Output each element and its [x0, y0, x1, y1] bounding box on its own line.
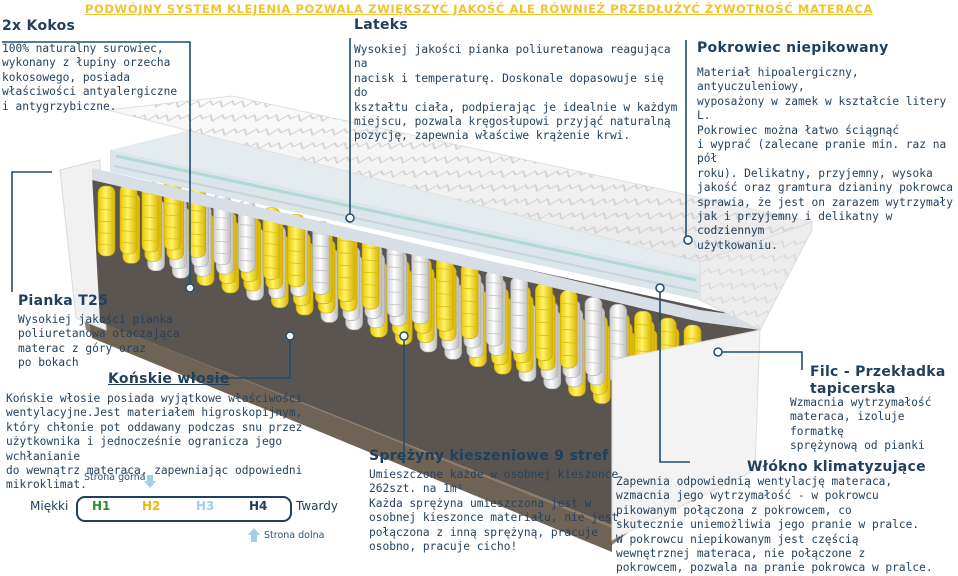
hardness-h1: H1: [92, 499, 111, 513]
hard-label: Twardy: [296, 499, 338, 513]
pokrowiec-title: Pokrowiec niepikowany: [697, 40, 889, 56]
pianka-text: Wysokiej jakości pianka poliuretanowa ot…: [18, 313, 180, 370]
wlokno-text: Zapewnia odpowiednią wentylację materaca…: [616, 475, 933, 575]
pocket-spring: [485, 269, 504, 347]
pocket-spring: [535, 283, 553, 362]
pocket-spring: [436, 255, 454, 332]
pokrowiec-text: Materiał hipoalergiczny, antyuczuleniowy…: [697, 66, 953, 252]
hardness-h4: H4: [249, 499, 268, 513]
sprezyny-text: Umieszczone każde w osobnej kieszonce 26…: [369, 468, 619, 554]
pocket-spring: [584, 297, 603, 376]
pocket-spring: [312, 221, 330, 295]
pocket-spring: [97, 185, 116, 257]
hardness-scale: [76, 496, 292, 522]
pocket-spring: [213, 193, 231, 266]
filc-title: Filc - Przekładka tapicerska: [810, 364, 946, 397]
pocket-spring: [386, 241, 405, 317]
pianka-title: Pianka T25: [18, 293, 109, 309]
top-side-label: Strona górna: [84, 472, 146, 483]
arrow-up-icon: [248, 528, 260, 542]
arrow-down-icon: [144, 475, 156, 488]
kokos-text: 100% naturalny surowiec, wykonany z łupi…: [2, 42, 178, 113]
hardness-h2: H2: [142, 499, 161, 513]
wlosie-title: Końskie włosie: [108, 371, 230, 387]
pocket-spring: [237, 200, 256, 273]
pocket-spring: [337, 228, 355, 302]
pocket-spring: [411, 248, 429, 325]
pocket-spring: [141, 181, 160, 253]
leader-lines: [2, 38, 803, 463]
hardness-h3: H3: [196, 499, 215, 513]
lateks-text: Wysokiej jakości pianka poliuretanowa re…: [354, 43, 678, 143]
pocket-spring: [559, 290, 578, 369]
bottom-side-label: Strona dolna: [264, 530, 325, 541]
pocket-spring: [510, 276, 528, 354]
pocket-spring: [460, 262, 479, 339]
lateks-title: Lateks: [354, 17, 408, 33]
filc-text: Wzmacnia wytrzymałość materaca, izoluje …: [790, 396, 932, 453]
sprezyny-title: Sprężyny kieszeniowe 9 stref: [369, 448, 609, 464]
kokos-title: 2x Kokos: [2, 18, 76, 34]
top-banner: PODWÓJNY SYSTEM KLEJENIA POZWALA ZWIĘKSZ…: [85, 2, 873, 16]
wlokno-title: Włókno klimatyzujące: [747, 459, 926, 475]
pocket-spring: [119, 183, 138, 255]
soft-label: Miękki: [30, 499, 69, 513]
wlosie-text: Końskie włosie posiada wyjątkowe właściw…: [6, 392, 303, 492]
